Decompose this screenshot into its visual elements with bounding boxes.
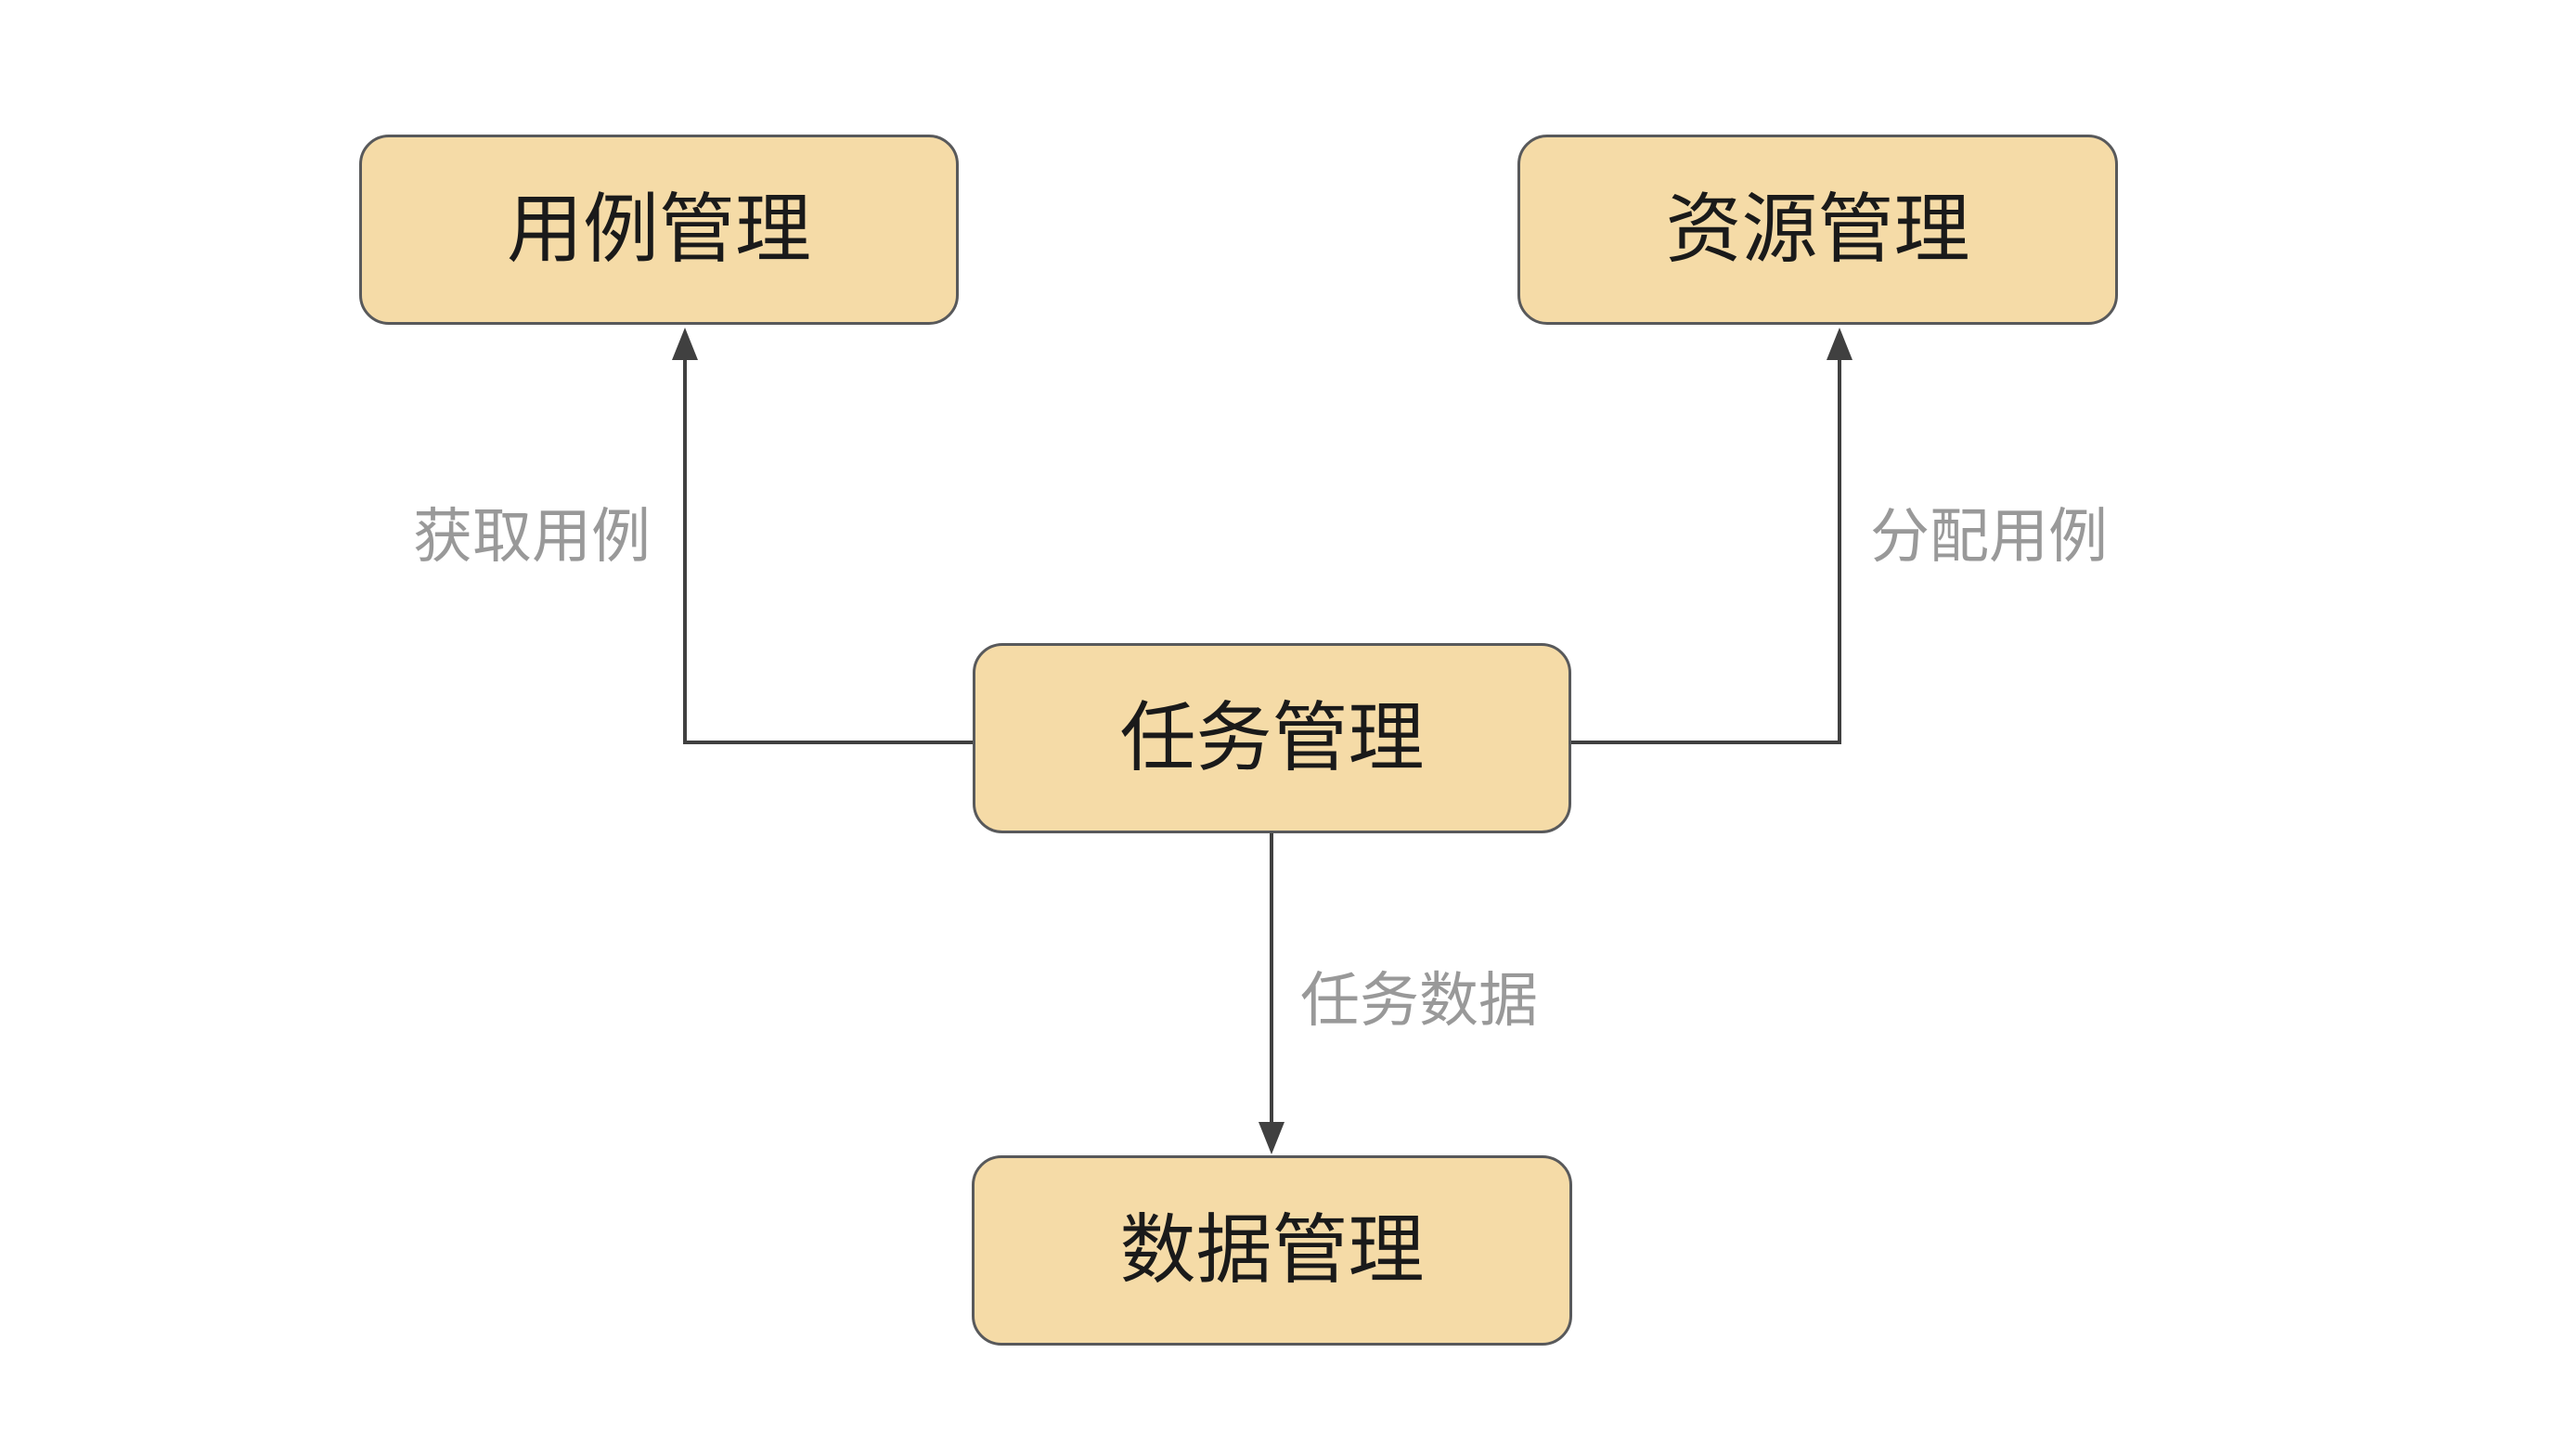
edge-label-assign-usecase: 分配用例 bbox=[1870, 503, 2108, 570]
arrowhead-up-icon bbox=[1827, 328, 1853, 360]
node-label: 资源管理 bbox=[1665, 187, 1970, 272]
edge-label-task-data: 任务数据 bbox=[1300, 967, 1538, 1034]
node-use-case-management: 用例管理 bbox=[359, 135, 959, 325]
edge-task-to-resource bbox=[1571, 358, 1841, 744]
node-label: 任务管理 bbox=[1119, 695, 1425, 780]
arrowhead-down-icon bbox=[1259, 1122, 1284, 1154]
node-label: 数据管理 bbox=[1119, 1207, 1425, 1293]
node-resource-management: 资源管理 bbox=[1517, 135, 2118, 325]
node-label: 用例管理 bbox=[506, 187, 811, 272]
edge-task-to-usecase bbox=[683, 358, 973, 744]
arrowhead-up-icon bbox=[672, 328, 698, 360]
edge-label-get-usecase: 获取用例 bbox=[413, 503, 651, 570]
node-data-management: 数据管理 bbox=[972, 1155, 1572, 1346]
node-task-management: 任务管理 bbox=[973, 643, 1571, 833]
